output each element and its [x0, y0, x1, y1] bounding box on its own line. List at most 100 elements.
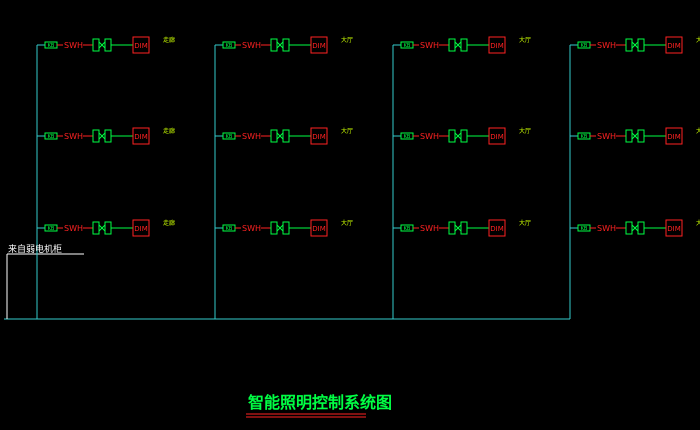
swh-label: SWH: [420, 224, 439, 233]
zone-note-label: 大厅: [696, 219, 700, 227]
relay-left-box: [270, 38, 278, 52]
swh-label: SWH: [597, 41, 616, 50]
kb-module-label: KB: [581, 134, 588, 140]
relay-contact-line: [98, 132, 106, 140]
relay-left-box: [270, 129, 278, 143]
kb-module-label: KB: [48, 226, 55, 232]
zone-note-label: 走廊: [163, 36, 175, 44]
dim-label: DIM: [490, 42, 504, 50]
relay-contact-line: [454, 224, 462, 232]
kb-module-label: KB: [226, 134, 233, 140]
dim-box: [488, 36, 506, 54]
kb-module-label: KB: [48, 134, 55, 140]
swh-label: SWH: [242, 224, 261, 233]
relay-right-box: [637, 38, 645, 52]
dim-box: [665, 127, 683, 145]
relay-right-box: [104, 221, 112, 235]
branch-circuit: KB SWH DIM 大厅: [570, 219, 700, 237]
branch-circuit: KB SWH DIM 大厅: [393, 36, 531, 54]
kb-module-label: KB: [404, 134, 411, 140]
relay-left-box: [625, 221, 633, 235]
dim-label: DIM: [667, 42, 681, 50]
branch-circuit: KB SWH DIM 大厅: [570, 127, 700, 145]
dim-label: DIM: [490, 133, 504, 141]
zone-note-label: 走廊: [163, 219, 175, 227]
relay-contact-line: [454, 132, 462, 140]
relay-right-box: [637, 129, 645, 143]
relay-left-box: [92, 38, 100, 52]
relay-left-box: [448, 129, 456, 143]
relay-right-box: [460, 38, 468, 52]
kb-module-label: KB: [226, 226, 233, 232]
dim-box: [665, 36, 683, 54]
dim-label: DIM: [134, 225, 148, 233]
relay-right-box: [104, 38, 112, 52]
dim-label: DIM: [312, 225, 326, 233]
branch-circuit: KB SWH DIM 大厅: [393, 219, 531, 237]
relay-left-box: [448, 38, 456, 52]
kb-module-label: KB: [404, 226, 411, 232]
branch-circuit: KB SWH DIM 走廊: [37, 219, 175, 237]
swh-label: SWH: [420, 41, 439, 50]
relay-right-box: [460, 221, 468, 235]
zone-note-label: 大厅: [519, 219, 531, 227]
relay-right-box: [282, 221, 290, 235]
swh-label: SWH: [597, 224, 616, 233]
relay-left-box: [92, 129, 100, 143]
relay-contact-line: [98, 224, 106, 232]
zone-note-label: 大厅: [519, 36, 531, 44]
kb-module-label: KB: [404, 43, 411, 49]
zone-note-label: 大厅: [341, 127, 353, 135]
wiring-layer: [4, 45, 571, 320]
relay-contact-line: [276, 224, 284, 232]
branch-layer: KB SWH DIM 走廊 KB SWH DIM 走廊 KB SWH DIM 走廊 KB SWH DIM 大厅…: [37, 36, 700, 237]
diagram-title: 智能照明控制系统图: [248, 393, 392, 412]
relay-left-box: [92, 221, 100, 235]
branch-circuit: KB SWH DIM 大厅: [570, 36, 700, 54]
relay-left-box: [270, 221, 278, 235]
zone-note-label: 大厅: [341, 36, 353, 44]
dim-label: DIM: [667, 225, 681, 233]
swh-label: SWH: [420, 132, 439, 141]
branch-circuit: KB SWH DIM 大厅: [393, 127, 531, 145]
dim-label: DIM: [490, 225, 504, 233]
dim-box: [132, 36, 150, 54]
dim-box: [665, 219, 683, 237]
zone-note-label: 走廊: [163, 127, 175, 135]
relay-right-box: [282, 38, 290, 52]
relay-right-box: [460, 129, 468, 143]
swh-label: SWH: [242, 41, 261, 50]
kb-module-label: KB: [581, 226, 588, 232]
dim-label: DIM: [667, 133, 681, 141]
relay-contact-line: [276, 132, 284, 140]
relay-contact-line: [276, 41, 284, 49]
zone-note-label: 大厅: [519, 127, 531, 135]
dim-label: DIM: [312, 42, 326, 50]
swh-label: SWH: [597, 132, 616, 141]
branch-circuit: KB SWH DIM 走廊: [37, 36, 175, 54]
dim-box: [488, 127, 506, 145]
dim-label: DIM: [134, 42, 148, 50]
input-label: 来自弱电机柜: [8, 243, 62, 255]
dim-box: [488, 219, 506, 237]
relay-contact-line: [631, 41, 639, 49]
branch-circuit: KB SWH DIM 大厅: [215, 36, 353, 54]
relay-left-box: [448, 221, 456, 235]
relay-contact-line: [454, 41, 462, 49]
zone-note-label: 大厅: [696, 127, 700, 135]
relay-contact-line: [631, 132, 639, 140]
relay-contact-line: [98, 41, 106, 49]
kb-module-label: KB: [226, 43, 233, 49]
zone-note-label: 大厅: [696, 36, 700, 44]
dim-box: [310, 219, 328, 237]
swh-label: SWH: [64, 41, 83, 50]
swh-label: SWH: [242, 132, 261, 141]
swh-label: SWH: [64, 224, 83, 233]
kb-module-label: KB: [581, 43, 588, 49]
relay-right-box: [104, 129, 112, 143]
swh-label: SWH: [64, 132, 83, 141]
kb-module-label: KB: [48, 43, 55, 49]
